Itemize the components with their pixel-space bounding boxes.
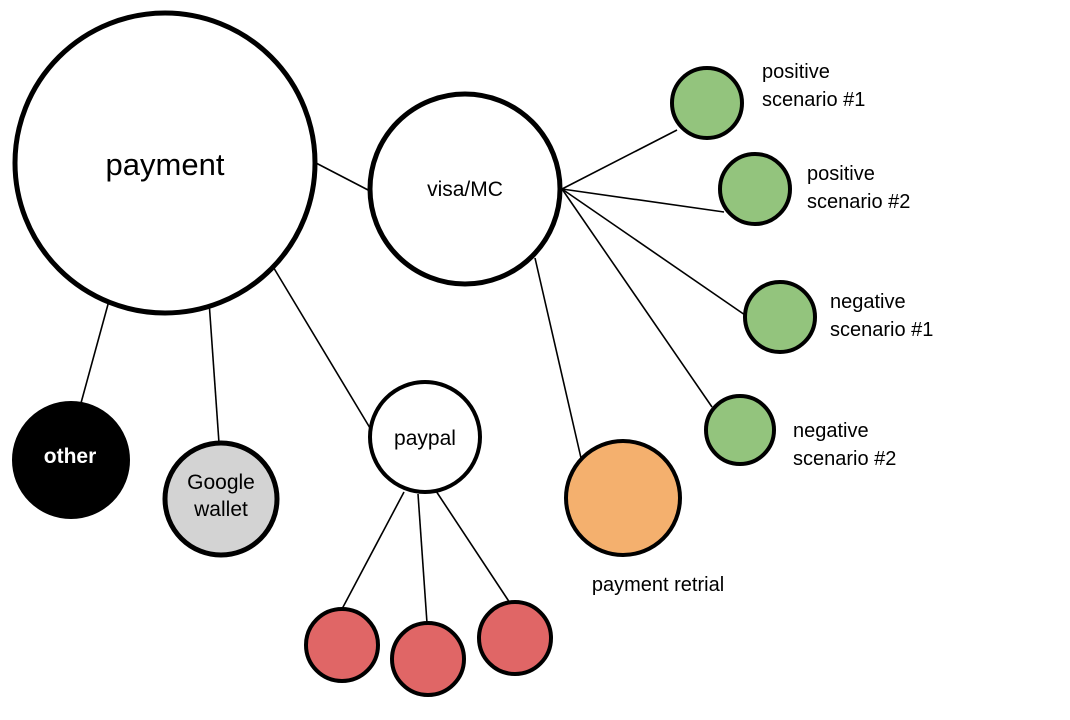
payment-label: payment (106, 147, 225, 182)
negative-scenario-1-label-line-1: negative (830, 291, 906, 313)
positive-scenario-1-label-line-1: positive (762, 61, 830, 83)
positive-scenario-2-label-line-2: scenario #2 (807, 191, 910, 213)
edge-visa-positive-2 (561, 188, 725, 213)
paypal-child-1-circle (304, 607, 380, 683)
visa-mc-label: visa/MC (427, 178, 503, 201)
edge-paypal-child-3 (435, 490, 511, 604)
other-label: other (44, 445, 97, 468)
negative-scenario-1-label-line-2: scenario #1 (830, 319, 933, 341)
edge-visa-negative-1 (561, 188, 746, 316)
positive-scenario-2-circle (718, 152, 792, 226)
negative-scenario-1-circle (743, 280, 817, 354)
node-payment: payment (12, 10, 318, 316)
payment-retrial-label: payment retrial (592, 574, 724, 596)
node-negative-scenario-1: negative scenario #1 (743, 280, 933, 354)
edge-visa-positive-1 (561, 129, 678, 190)
node-visa-mc: visa/MC (367, 91, 563, 287)
negative-scenario-2-label-line-2: scenario #2 (793, 448, 896, 470)
edge-payment-other (80, 296, 111, 404)
edge-paypal-child-2 (417, 493, 428, 624)
paypal-child-3-circle (477, 600, 553, 676)
paypal-child-2-circle (390, 621, 466, 697)
edge-payment-visa (315, 162, 371, 192)
edge-payment-google-wallet (208, 300, 220, 444)
node-google-wallet: Google wallet (162, 440, 280, 558)
node-positive-scenario-1: positive scenario #1 (670, 61, 865, 140)
visa-mc-circle (367, 91, 563, 287)
edge-visa-negative-2 (561, 188, 713, 408)
payment-circle (12, 10, 318, 316)
edges (80, 129, 746, 624)
node-other: other (12, 401, 130, 519)
negative-scenario-2-circle (704, 394, 776, 466)
paypal-label: paypal (394, 427, 456, 450)
node-paypal-child-3 (477, 600, 553, 676)
node-paypal: paypal (368, 380, 482, 494)
google-wallet-label-line-1: Google (187, 471, 255, 494)
node-paypal-child-2 (390, 621, 466, 697)
google-wallet-circle (162, 440, 280, 558)
edge-payment-paypal (271, 264, 371, 429)
payment-retrial-circle (564, 439, 682, 557)
other-circle (12, 401, 130, 519)
node-paypal-child-1 (304, 607, 380, 683)
node-payment-retrial: payment retrial (564, 439, 724, 596)
negative-scenario-2-label-line-1: negative (793, 420, 869, 442)
positive-scenario-2-label-line-1: positive (807, 163, 875, 185)
node-positive-scenario-2: positive scenario #2 (718, 152, 910, 226)
google-wallet-label-line-2: wallet (193, 498, 248, 521)
positive-scenario-1-circle (670, 66, 744, 140)
paypal-circle (368, 380, 482, 494)
edge-visa-payment-retrial (534, 257, 582, 459)
node-negative-scenario-2: negative scenario #2 (704, 394, 896, 470)
positive-scenario-1-label-line-2: scenario #1 (762, 89, 865, 111)
edge-paypal-child-1 (341, 491, 405, 610)
